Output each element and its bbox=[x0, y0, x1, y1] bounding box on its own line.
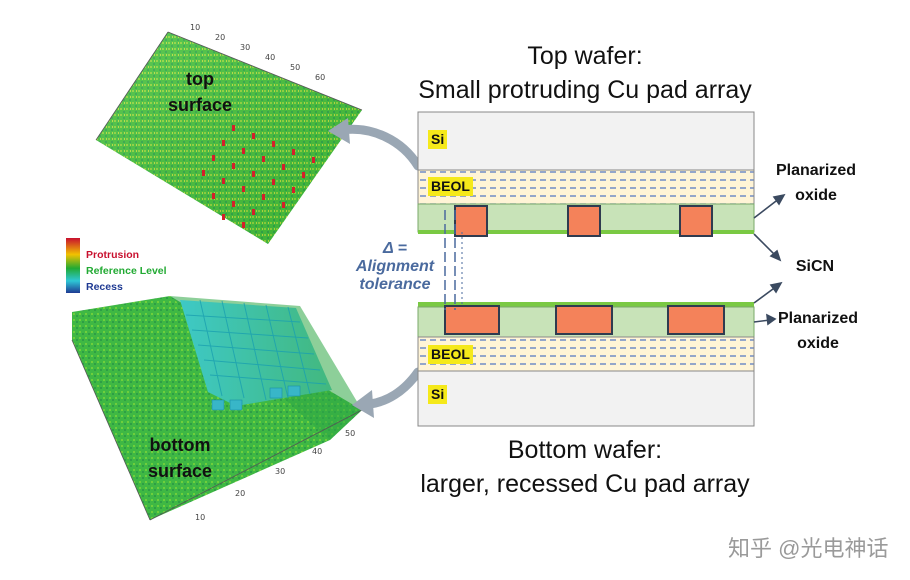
bottom-surface-label-line1: bottom bbox=[149, 435, 211, 455]
bottom-beol-tag: BEOL bbox=[428, 345, 473, 364]
top-connector-arrow bbox=[337, 124, 423, 171]
bottom-axis-tick: 40 bbox=[312, 447, 322, 456]
top-connector-arrowhead bbox=[328, 118, 350, 144]
bottom-cu-pad bbox=[667, 305, 725, 335]
top-axis-tick: 20 bbox=[215, 33, 225, 42]
top-wafer-title-line2: Small protruding Cu pad array bbox=[418, 76, 752, 104]
top-planarized-oxide-line1: Planarized bbox=[775, 162, 857, 179]
bottom-sicn-layer bbox=[418, 302, 754, 307]
top-axis-tick: 40 bbox=[265, 53, 275, 62]
color-legend: Protrusion Reference Level Recess bbox=[66, 238, 206, 294]
bottom-connector-arrow bbox=[365, 367, 423, 409]
bottom-beol-layer bbox=[417, 336, 755, 372]
top-si-layer bbox=[417, 111, 755, 171]
tolerance-label-line2: Alignment bbox=[355, 258, 435, 275]
top-planarized-oxide-line2: oxide bbox=[795, 187, 837, 204]
bottom-cu-pad bbox=[555, 305, 613, 335]
bottom-surface-map: 10 20 30 40 50 bbox=[71, 296, 363, 522]
bottom-axis-tick: 30 bbox=[275, 467, 285, 476]
top-surface-label: top surface bbox=[150, 66, 250, 118]
top-surface-label-line2: surface bbox=[167, 95, 233, 115]
top-beol-layer bbox=[417, 169, 755, 205]
top-axis-tick: 10 bbox=[190, 23, 200, 32]
top-cu-pad bbox=[679, 205, 713, 237]
legend-recess: Recess bbox=[86, 281, 123, 293]
legend-colorbar bbox=[66, 238, 80, 293]
alignment-tolerance-label: Δ = Alignment tolerance bbox=[340, 240, 450, 294]
bottom-si-layer bbox=[417, 370, 755, 427]
alignment-dashed-lines bbox=[444, 210, 456, 310]
top-planarized-oxide-label: Planarized oxide bbox=[760, 158, 872, 208]
top-surface-axes bbox=[95, 31, 363, 141]
tolerance-label-line3: tolerance bbox=[359, 276, 431, 293]
top-cu-pad bbox=[454, 205, 488, 237]
bottom-surface-label: bottom surface bbox=[130, 432, 230, 484]
bottom-wafer-title-line2: larger, recessed Cu pad array bbox=[420, 470, 750, 498]
tolerance-label-line1: Δ = bbox=[383, 240, 407, 257]
bottom-planarized-oxide-line2: oxide bbox=[797, 335, 839, 352]
bottom-cu-pad bbox=[444, 305, 500, 335]
top-cu-pad bbox=[567, 205, 601, 237]
bottom-surface-axes bbox=[71, 339, 363, 521]
top-cu-pads bbox=[454, 205, 713, 237]
label-pointer-arrows bbox=[753, 193, 786, 326]
bottom-connector-arrowhead bbox=[352, 390, 374, 418]
legend-reference: Reference Level bbox=[86, 265, 167, 277]
top-si-tag: Si bbox=[428, 130, 448, 149]
top-axis-tick: 60 bbox=[315, 73, 325, 82]
bottom-cu-pads bbox=[444, 305, 725, 335]
top-axis-tick: 30 bbox=[240, 43, 250, 52]
legend-protrusion: Protrusion bbox=[86, 249, 140, 261]
top-wafer-title-line1: Top wafer: bbox=[527, 42, 643, 70]
bottom-wafer-title-line1: Bottom wafer: bbox=[507, 436, 663, 464]
top-axis-tick: 50 bbox=[290, 63, 300, 72]
bottom-axis-tick: 50 bbox=[345, 429, 355, 438]
sicn-label: SiCN bbox=[795, 258, 835, 275]
watermark: 知乎 @光电神话 bbox=[728, 536, 889, 561]
bottom-planarized-oxide-label: Planarized oxide bbox=[762, 306, 874, 356]
top-surface-map: 10 20 30 40 50 60 bbox=[95, 23, 363, 244]
bottom-si-tag: Si bbox=[428, 385, 448, 404]
bottom-surface-label-line2: surface bbox=[147, 461, 213, 481]
top-surface-label-line1: top bbox=[186, 69, 214, 89]
bottom-planarized-oxide-line1: Planarized bbox=[777, 310, 859, 327]
bottom-surface-recess-grid bbox=[185, 299, 327, 401]
top-surface-protrusions bbox=[202, 125, 315, 228]
bottom-axis-tick: 10 bbox=[195, 513, 205, 522]
top-beol-tag: BEOL bbox=[428, 177, 473, 196]
bottom-axis-tick: 20 bbox=[235, 489, 245, 498]
